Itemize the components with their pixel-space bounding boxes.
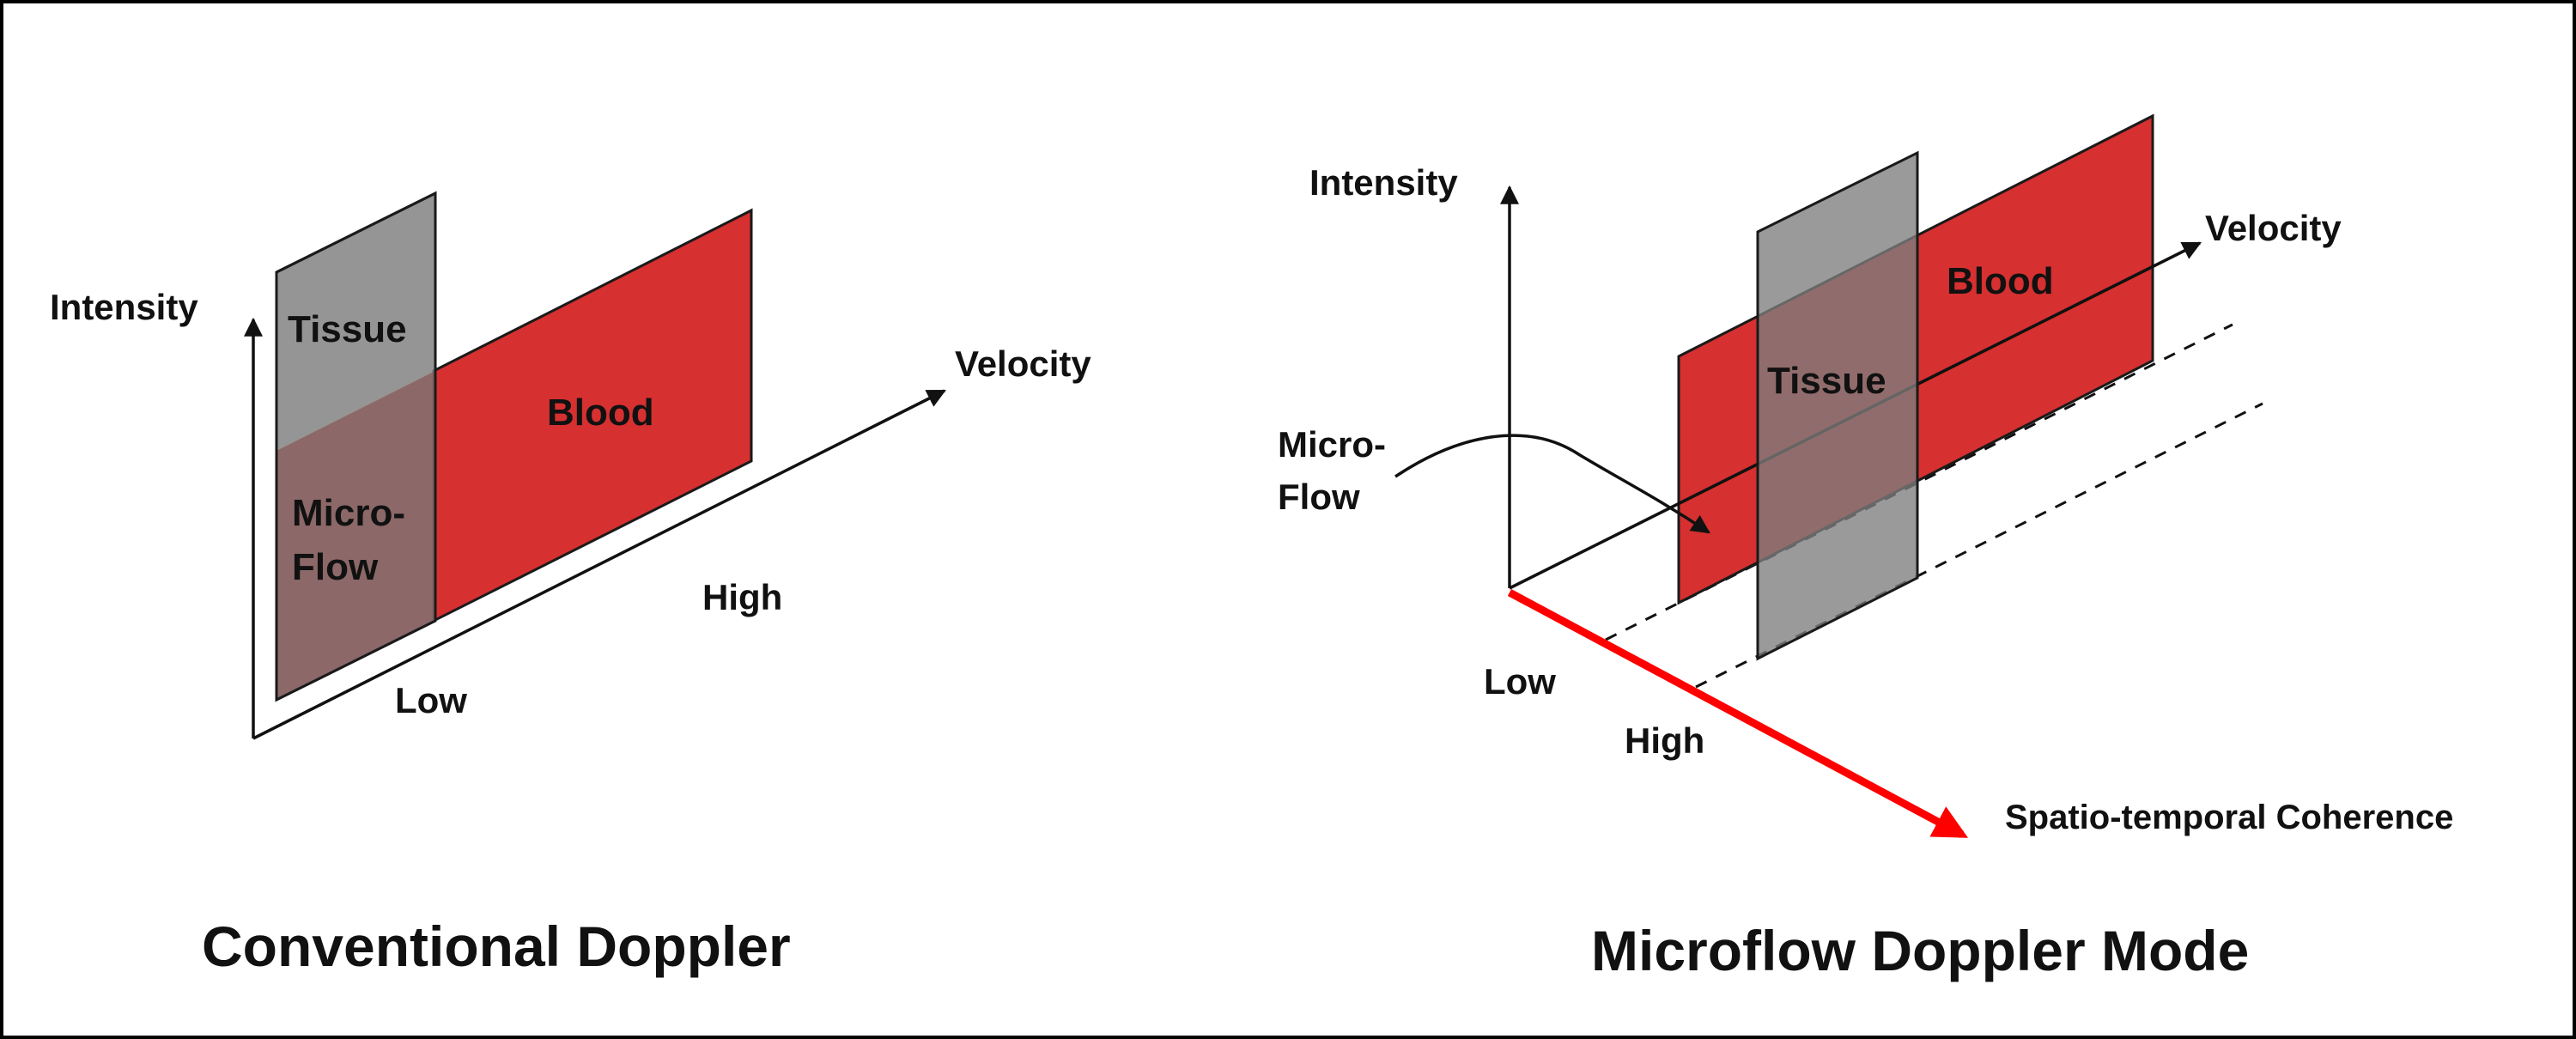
left-microflow-label-2: Flow	[292, 546, 379, 588]
right-microflow-label-2: Flow	[1278, 477, 1360, 517]
left-microflow-region	[276, 371, 435, 700]
right-tissue-label: Tissue	[1767, 360, 1886, 402]
right-intensity-label: Intensity	[1309, 162, 1458, 203]
right-panel-title: Microflow Doppler Mode	[1591, 919, 2249, 982]
left-panel-title: Conventional Doppler	[202, 914, 791, 978]
right-microflow-curve	[1394, 434, 1710, 534]
right-coherence-axis	[1507, 589, 1969, 838]
left-tissue-label: Tissue	[288, 308, 407, 350]
left-velocity-axis	[252, 389, 946, 740]
right-velocity-label: Velocity	[2205, 208, 2342, 248]
right-microflow-label-1: Micro-	[1278, 424, 1386, 465]
left-panel: Intensity Velocity Tissue Blood Micro- F…	[50, 191, 1091, 978]
right-panel: Intensity Velocity Blood Tissue Micro- F…	[1278, 113, 2453, 982]
right-dashed-line-2	[1695, 402, 2263, 689]
right-blood-label: Blood	[1947, 260, 2054, 302]
right-tissue-plane	[1756, 150, 1919, 661]
left-high-label: High	[702, 577, 782, 617]
right-high-label: High	[1625, 720, 1704, 761]
left-velocity-label: Velocity	[955, 343, 1091, 384]
left-tissue-outline	[275, 191, 437, 702]
right-coherence-label: Spatio-temporal Coherence	[2005, 799, 2453, 836]
left-low-label: Low	[395, 680, 467, 720]
left-microflow-label-1: Micro-	[292, 492, 405, 534]
right-low-label: Low	[1484, 661, 1556, 702]
left-blood-label: Blood	[547, 392, 654, 434]
left-intensity-label: Intensity	[50, 287, 198, 327]
